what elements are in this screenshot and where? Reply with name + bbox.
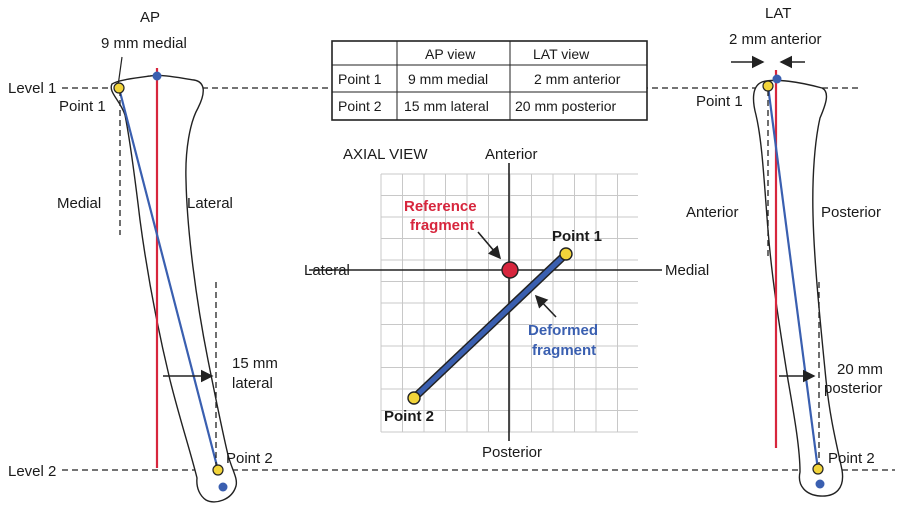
table-frame — [331, 40, 648, 121]
summary-table: AP view LAT view Point 1 9 mm medial 2 m… — [331, 40, 648, 121]
ap-reference-point-1 — [152, 71, 162, 81]
lat-reference-point-1 — [772, 74, 782, 84]
reference-pointer-arrow — [477, 231, 502, 260]
table-row-1-label: Point 1 — [338, 71, 382, 87]
lat-view: LAT 2 mm anterior Point 1 Point 2 Anteri… — [686, 5, 883, 497]
table-row-1-lat: 2 mm anterior — [534, 71, 621, 87]
ap-measure-top: 9 mm medial — [101, 35, 187, 52]
reference-fragment-marker — [501, 261, 519, 279]
lat-bone-outline — [752, 79, 844, 497]
lat-point-1-marker — [762, 80, 774, 92]
ap-measure-mid-1: 15 mm — [232, 355, 278, 372]
table-row-2-lat: 20 mm posterior — [515, 98, 616, 114]
axial-view: AXIAL VIEW Anterior Posterior Lateral Me… — [304, 146, 709, 461]
deformed-label-line-1: Deformed — [528, 322, 598, 339]
ap-measure-leader — [117, 56, 123, 87]
lat-deformed-point-2 — [815, 479, 825, 489]
axial-anterior-label: Anterior — [485, 146, 538, 163]
deformed-pointer-arrow — [534, 294, 557, 318]
ap-view: AP Level 1 Level 2 9 mm medial Point 1 P… — [8, 9, 895, 503]
ap-lateral-label: Lateral — [187, 195, 233, 212]
reference-label-line-2: fragment — [410, 217, 474, 234]
ap-measure-mid-2: lateral — [232, 375, 273, 392]
table-row-2-label: Point 2 — [338, 98, 382, 114]
axial-medial-label: Medial — [665, 262, 709, 279]
axial-posterior-label: Posterior — [482, 444, 542, 461]
lat-point-2-label: Point 2 — [828, 450, 875, 467]
lat-measure-top: 2 mm anterior — [729, 31, 822, 48]
ap-title: AP — [140, 9, 160, 26]
lat-deformed-axis — [766, 85, 820, 471]
axial-point-2-marker — [407, 391, 421, 405]
table-header-ap: AP view — [425, 46, 476, 62]
axial-lateral-label: Lateral — [304, 262, 350, 279]
deformed-label-line-2: fragment — [532, 342, 596, 359]
ap-point-1-label: Point 1 — [59, 98, 106, 115]
table-row-1-ap: 9 mm medial — [408, 71, 488, 87]
lat-point-1-label: Point 1 — [696, 93, 743, 110]
deformed-fragment-line — [411, 251, 569, 401]
ap-medial-label: Medial — [57, 195, 101, 212]
axial-point-1-label: Point 1 — [552, 228, 602, 245]
ap-deformed-axis — [117, 87, 220, 471]
lat-posterior-label: Posterior — [821, 204, 881, 221]
table-header-lat: LAT view — [533, 46, 590, 62]
reference-label-line-1: Reference — [404, 198, 477, 215]
ap-bone-outline — [110, 74, 238, 503]
axial-title: AXIAL VIEW — [343, 146, 428, 163]
ap-point-2-label: Point 2 — [226, 450, 273, 467]
level-1-label: Level 1 — [8, 80, 56, 97]
ap-point-1-marker — [113, 82, 125, 94]
table-row-2-ap: 15 mm lateral — [404, 98, 489, 114]
ap-point-2-marker — [212, 464, 224, 476]
lat-point-2-marker — [812, 463, 824, 475]
lat-measure-mid-1: 20 mm — [837, 361, 883, 378]
level-2-label: Level 2 — [8, 463, 56, 480]
lat-title: LAT — [765, 5, 791, 22]
lat-anterior-label: Anterior — [686, 204, 739, 221]
axial-point-1-marker — [559, 247, 573, 261]
ap-deformed-point-2 — [218, 482, 228, 492]
axial-point-2-label: Point 2 — [384, 408, 434, 425]
lat-measure-mid-2: posterior — [824, 380, 882, 397]
